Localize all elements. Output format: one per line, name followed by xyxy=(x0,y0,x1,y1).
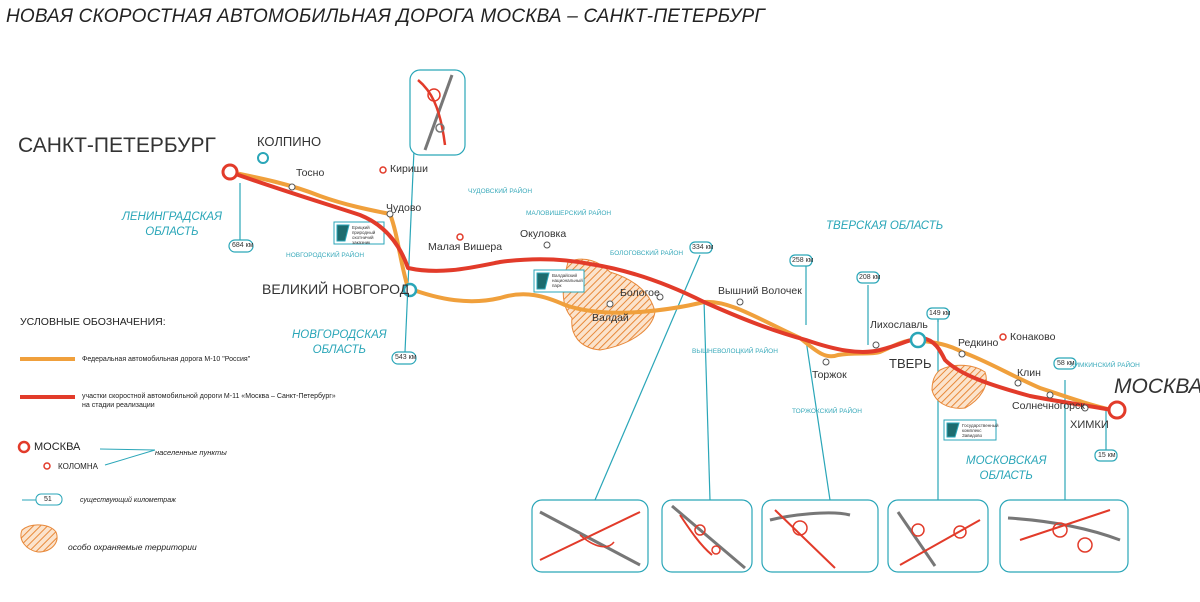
km-58: 58 км xyxy=(1057,360,1075,367)
inset-top xyxy=(409,69,466,156)
malaya-vishera-marker xyxy=(456,233,464,241)
km-258: 258 км xyxy=(792,257,814,264)
city-markers xyxy=(221,152,1127,420)
km-15: 15 км xyxy=(1098,452,1116,459)
m11-highway xyxy=(229,170,1113,412)
district-chudovsky: ЧУДОВСКИЙ РАЙОН xyxy=(468,188,533,195)
spb-marker xyxy=(221,163,239,181)
town-solnechnogorsk: Солнечногорск xyxy=(1012,400,1085,412)
konakovo-marker xyxy=(999,333,1007,341)
park-valdai-label: Валдайский национальный парк xyxy=(552,273,583,288)
town-markers xyxy=(288,183,1089,412)
city-khimki-label: ХИМКИ xyxy=(1070,419,1109,431)
legend-km-number: 51 xyxy=(44,496,52,503)
km-684: 684 км xyxy=(232,242,254,249)
city-novgorod-label: ВЕЛИКИЙ НОВГОРОД xyxy=(262,281,410,297)
park-nature-label: Ерицкий природный охотничий заказник xyxy=(352,225,376,245)
district-vyshnevolotsky: ВЫШНЕВОЛОЦКИЙ РАЙОН xyxy=(692,348,778,355)
town-kirishi: Кириши xyxy=(390,163,428,175)
legend-km-label: существующий километраж xyxy=(80,497,176,504)
district-bologovsky: БОЛОГОВСКИЙ РАЙОН xyxy=(610,250,684,257)
legend-moskva-label: МОСКВА xyxy=(34,441,81,453)
inset-1 xyxy=(531,499,649,573)
page-title: НОВАЯ СКОРОСТНАЯ АВТОМОБИЛЬНАЯ ДОРОГА МО… xyxy=(6,6,765,27)
inset-4 xyxy=(887,499,989,573)
town-malaya-vishera: Малая Вишера xyxy=(428,241,503,253)
kirishi-marker xyxy=(379,166,387,174)
district-novgorodsky: НОВГОРОДСКИЙ РАЙОН xyxy=(286,252,365,259)
city-kolpino-label: КОЛПИНО xyxy=(257,134,322,149)
town-klin: Клин xyxy=(1017,367,1041,379)
region-tver: ТВЕРСКАЯ ОБЛАСТЬ xyxy=(826,220,944,232)
town-vyshny: Вышний Волочек xyxy=(718,285,802,297)
town-torzhok: Торжок xyxy=(812,369,847,381)
novgorod-marker xyxy=(402,282,418,298)
inset-3 xyxy=(761,499,879,573)
town-okulovka: Окуловка xyxy=(520,228,567,240)
kolpino-marker xyxy=(257,152,269,164)
callout-lines xyxy=(404,149,1066,501)
legend-protected-label: особо охраняемые территории xyxy=(68,542,197,552)
km-543: 543 км xyxy=(395,354,417,361)
city-spb-label: САНКТ-ПЕТЕРБУРГ xyxy=(18,134,216,157)
district-malovishersky: МАЛОВИШЕРСКИЙ РАЙОН xyxy=(526,210,612,217)
town-konakovo: Конаково xyxy=(1010,331,1056,343)
town-redkino: Редкино xyxy=(958,337,999,349)
tver-marker xyxy=(909,331,927,349)
park-zavidovo-label: Государственный комплекс Завидово xyxy=(962,423,999,438)
km-149: 149 км xyxy=(929,310,951,317)
legend-m10-label: Федеральная автомобильная дорога М-10 "Р… xyxy=(82,356,251,363)
district-khimkinsky: ХИМКИНСКИЙ РАЙОН xyxy=(1070,362,1140,369)
legend-symbols xyxy=(17,357,156,553)
park-icons xyxy=(333,221,997,441)
legend-title: УСЛОВНЫЕ ОБОЗНАЧЕНИЯ: xyxy=(20,316,166,328)
city-moskva-label: МОСКВА xyxy=(1114,375,1200,398)
km-208: 208 км xyxy=(859,274,881,281)
moskva-marker xyxy=(1107,400,1127,420)
city-tver-label: ТВЕРЬ xyxy=(889,356,932,371)
legend-m11-label: участки скоростной автомобильной дороги … xyxy=(82,393,336,409)
town-likhoslavl: Лихославль xyxy=(870,319,928,331)
town-tosno: Тосно xyxy=(296,167,325,179)
legend-kolomna-label: КОЛОМНА xyxy=(58,462,98,471)
km-334: 334 км xyxy=(692,244,714,251)
town-valdai: Валдай xyxy=(592,312,629,324)
km-pins xyxy=(228,183,1118,462)
legend-settlements-label: населенные пункты xyxy=(155,448,227,457)
inset-5 xyxy=(999,499,1129,573)
town-chudovo: Чудово xyxy=(386,202,422,214)
inset-2 xyxy=(661,499,753,573)
district-torzhoksky: ТОРЖОКСКИЙ РАЙОН xyxy=(792,408,862,415)
town-bologoe: Бологое xyxy=(620,287,660,299)
